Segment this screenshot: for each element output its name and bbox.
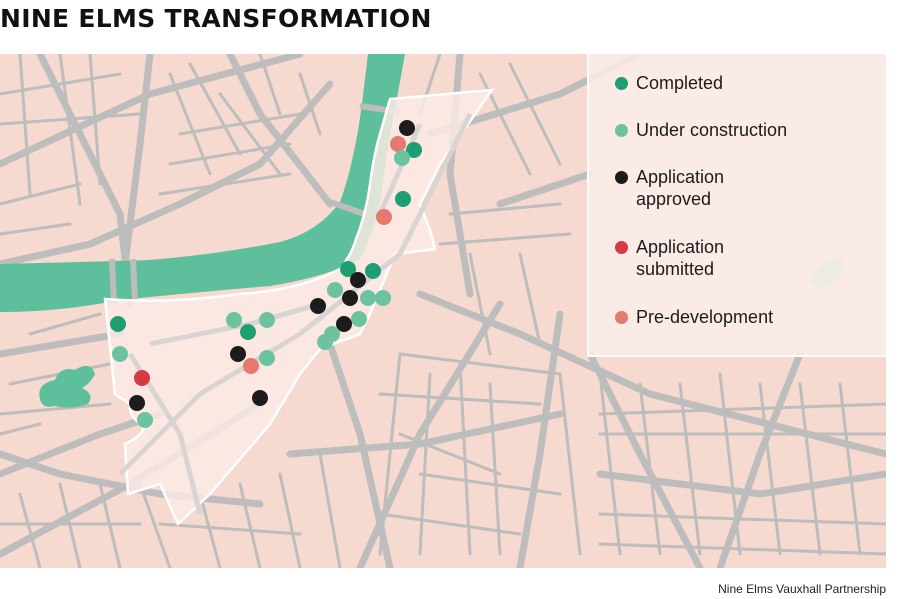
legend-label: Under construction: [636, 120, 788, 140]
site-marker-completed[interactable]: [340, 261, 356, 277]
legend-item-pre-development: Pre-development: [615, 306, 856, 328]
site-marker-application-approved[interactable]: [399, 120, 415, 136]
road-network: [0, 54, 886, 568]
legend-item-application-submitted: Application submitted: [615, 236, 746, 280]
under-construction-dot-icon: [615, 124, 628, 137]
site-marker-application-approved[interactable]: [342, 290, 358, 306]
site-marker-pre-development[interactable]: [390, 136, 406, 152]
site-marker-under-construction[interactable]: [351, 311, 367, 327]
site-marker-under-construction[interactable]: [226, 312, 242, 328]
site-marker-application-approved[interactable]: [252, 390, 268, 406]
application-submitted-dot-icon: [615, 241, 628, 254]
legend-label: Application submitted: [636, 237, 725, 279]
site-marker-under-construction[interactable]: [360, 290, 376, 306]
site-marker-completed[interactable]: [240, 324, 256, 340]
site-marker-application-approved[interactable]: [336, 316, 352, 332]
site-marker-under-construction[interactable]: [327, 282, 343, 298]
legend-label: Completed: [636, 73, 724, 93]
site-marker-under-construction[interactable]: [259, 350, 275, 366]
site-marker-under-construction[interactable]: [112, 346, 128, 362]
legend-label: Application approved: [636, 167, 725, 209]
site-marker-application-approved[interactable]: [310, 298, 326, 314]
pre-development-dot-icon: [615, 311, 628, 324]
site-marker-pre-development[interactable]: [376, 209, 392, 225]
site-marker-application-submitted[interactable]: [134, 370, 150, 386]
site-marker-pre-development[interactable]: [243, 358, 259, 374]
application-approved-dot-icon: [615, 171, 628, 184]
site-marker-application-approved[interactable]: [230, 346, 246, 362]
page-title: NINE ELMS TRANSFORMATION: [0, 4, 432, 33]
legend-item-completed: Completed: [615, 72, 856, 94]
nine-elms-boundary: [103, 88, 495, 527]
site-marker-under-construction[interactable]: [317, 334, 333, 350]
map[interactable]: Completed Under construction Application…: [0, 54, 886, 568]
site-marker-completed[interactable]: [365, 263, 381, 279]
site-marker-application-approved[interactable]: [129, 395, 145, 411]
site-marker-application-approved[interactable]: [350, 272, 366, 288]
river-thames: [0, 54, 405, 312]
site-marker-completed[interactable]: [406, 142, 422, 158]
site-marker-under-construction[interactable]: [375, 290, 391, 306]
map-canvas: [0, 54, 886, 568]
legend-item-application-approved: Application approved: [615, 166, 746, 210]
site-marker-completed[interactable]: [110, 316, 126, 332]
source-credit: Nine Elms Vauxhall Partnership: [718, 582, 886, 596]
site-marker-under-construction[interactable]: [259, 312, 275, 328]
park: [39, 365, 95, 408]
legend-item-under-construction: Under construction: [615, 119, 856, 141]
site-marker-completed[interactable]: [395, 191, 411, 207]
development-sites: [110, 120, 422, 428]
legend: Completed Under construction Application…: [587, 54, 886, 357]
site-marker-under-construction[interactable]: [137, 412, 153, 428]
completed-dot-icon: [615, 77, 628, 90]
site-marker-under-construction[interactable]: [394, 150, 410, 166]
legend-label: Pre-development: [636, 307, 774, 327]
